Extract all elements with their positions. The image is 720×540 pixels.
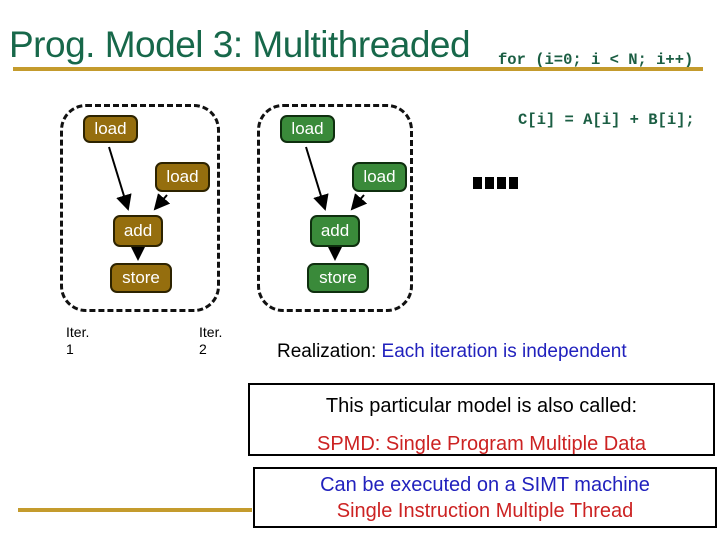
code-line-2: C[i] = A[i] + B[i]; bbox=[518, 111, 695, 129]
iter-word: Iter. bbox=[66, 324, 90, 340]
callout-model-name: This particular model is also called: SP… bbox=[248, 383, 715, 456]
node-load-1: load bbox=[83, 115, 138, 143]
node-add: add bbox=[113, 215, 163, 247]
iter-2-label: Iter. 2 bbox=[199, 324, 222, 358]
node-load-2: load bbox=[352, 162, 407, 192]
node-load-2: load bbox=[155, 162, 210, 192]
dot bbox=[473, 177, 482, 189]
dot bbox=[497, 177, 506, 189]
iter-word: Iter. bbox=[199, 324, 223, 340]
node-load-1: load bbox=[280, 115, 335, 143]
iteration-group-1: load load add store bbox=[60, 104, 220, 312]
callout-1-line-2: SPMD: Single Program Multiple Data bbox=[316, 433, 646, 455]
iteration-group-2: load load add store bbox=[257, 104, 413, 312]
callout-1-line-1: This particular model is also called: bbox=[325, 395, 638, 417]
ellipsis-icon bbox=[473, 177, 518, 189]
callout-2-line-1: Can be executed on a SIMT machine bbox=[320, 474, 650, 496]
iter-1-label: Iter. 1 bbox=[66, 324, 89, 358]
callout-2-line-2: Single Instruction Multiple Thread bbox=[336, 500, 634, 522]
realization-line: Realization: Each iteration is independe… bbox=[277, 341, 627, 363]
title-underline bbox=[13, 67, 703, 71]
iter-number: 2 bbox=[199, 341, 207, 357]
code-snippet: for (i=0; i < N; i++) C[i] = A[i] + B[i]… bbox=[498, 10, 695, 150]
bottom-gold-rule bbox=[18, 508, 252, 512]
dot bbox=[509, 177, 518, 189]
slide-title: Prog. Model 3: Multithreaded bbox=[9, 24, 471, 65]
node-store: store bbox=[110, 263, 172, 293]
dot bbox=[485, 177, 494, 189]
realization-statement: Each iteration is independent bbox=[376, 341, 627, 362]
callout-simt: Can be executed on a SIMT machine Single… bbox=[253, 467, 717, 528]
realization-prefix: Realization: bbox=[277, 341, 377, 362]
node-add: add bbox=[310, 215, 360, 247]
node-store: store bbox=[307, 263, 369, 293]
iter-number: 1 bbox=[66, 341, 74, 357]
code-line-1: for (i=0; i < N; i++) bbox=[498, 51, 694, 69]
